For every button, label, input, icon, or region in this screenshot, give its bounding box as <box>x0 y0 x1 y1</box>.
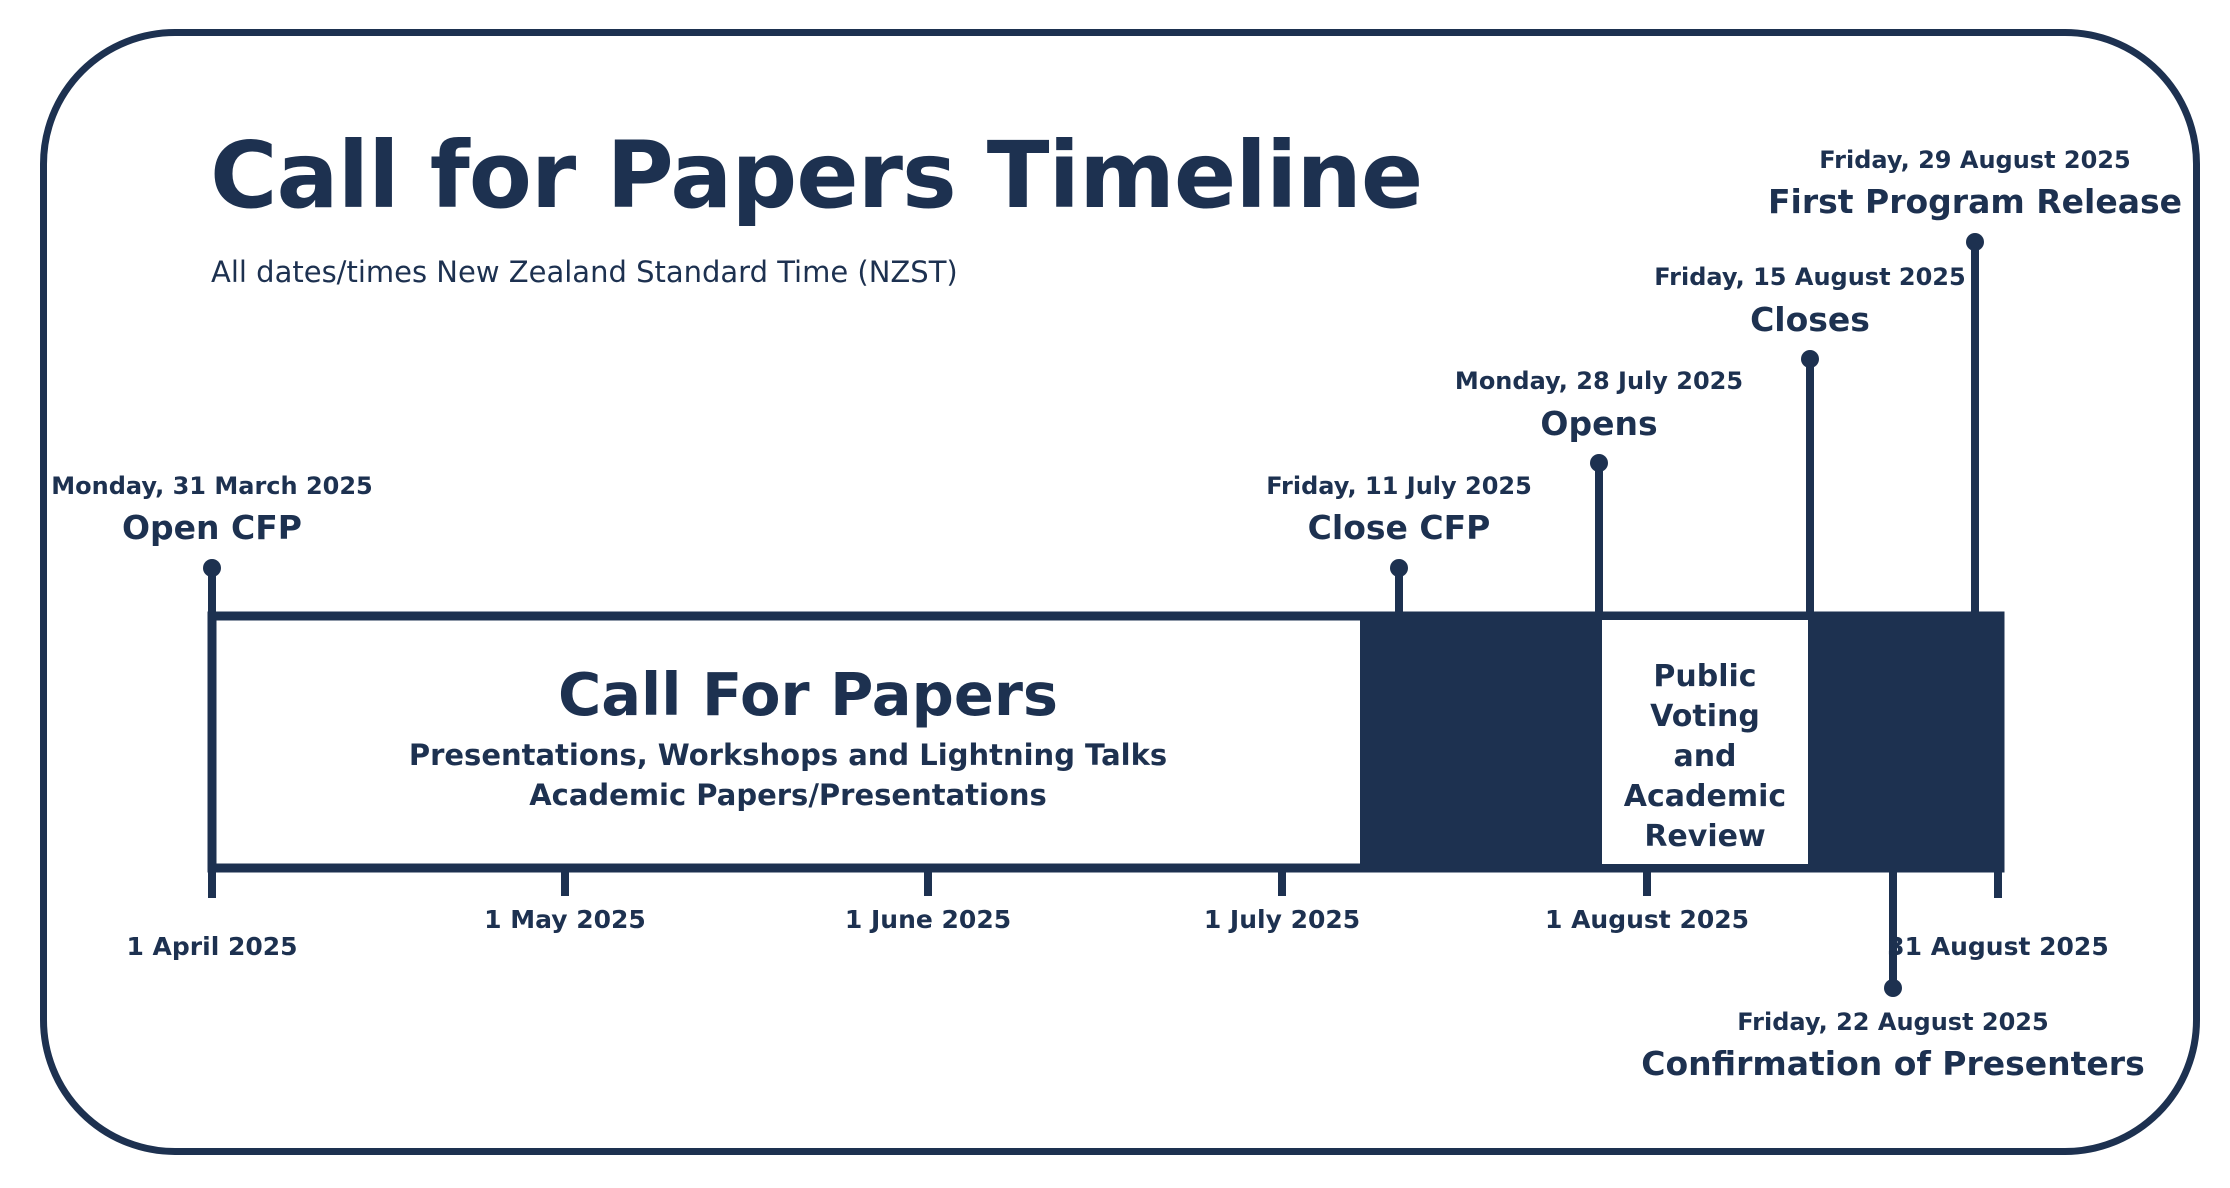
cfp-phase-line-2: Academic Papers/Presentations <box>529 778 1047 812</box>
axis-label-1-may: 1 May 2025 <box>484 905 646 934</box>
event-date-opens: Monday, 28 July 2025 <box>1454 367 1744 395</box>
gap-segment-after-review <box>1808 616 2004 868</box>
event-date-closes: Friday, 15 August 2025 <box>1654 263 1966 291</box>
event-name-open-cfp: Open CFP <box>122 508 302 547</box>
timezone-subtitle: All dates/times New Zealand Standard Tim… <box>211 255 958 289</box>
event-date-confirmation: Friday, 22 August 2025 <box>1737 1008 2049 1036</box>
review-line-2: and <box>1673 739 1737 774</box>
pin-dot-confirmation-of-presenters <box>1884 979 1902 997</box>
event-date-first-program-release: Friday, 29 August 2025 <box>1819 146 2131 174</box>
pin-dot-first-program-release <box>1966 233 1984 251</box>
event-date-close-cfp: Friday, 11 July 2025 <box>1266 472 1532 500</box>
axis-label-1-june: 1 June 2025 <box>844 905 1012 934</box>
axis-label-1-july: 1 July 2025 <box>1203 905 1361 934</box>
review-line-3: Academic <box>1623 779 1787 814</box>
event-name-closes: Closes <box>1750 300 1870 339</box>
rounded-border-frame <box>40 29 2200 1155</box>
review-phase-label: Public Voting and Academic Review <box>1605 657 1805 857</box>
event-name-first-program-release: First Program Release <box>1768 182 2182 221</box>
axis-label-1-april: 1 April 2025 <box>126 932 298 961</box>
cfp-phase-title: Call For Papers <box>557 660 1059 729</box>
review-phase-box <box>1602 620 1808 864</box>
gap-segment-after-cfp <box>1360 616 1602 868</box>
pin-dot-closes <box>1801 350 1819 368</box>
pin-dot-opens <box>1590 454 1608 472</box>
review-line-4: Review <box>1644 819 1766 854</box>
event-name-opens: Opens <box>1540 404 1658 443</box>
page-title: Call for Papers Timeline <box>210 122 1423 229</box>
cfp-phase-line-1: Presentations, Workshops and Lightning T… <box>408 738 1168 772</box>
pin-dot-close-cfp <box>1390 559 1408 577</box>
event-name-close-cfp: Close CFP <box>1307 508 1491 547</box>
axis-label-31-august: 31 August 2025 <box>1887 932 2109 961</box>
event-date-open-cfp: Monday, 31 March 2025 <box>51 472 373 500</box>
axis-label-1-august: 1 August 2025 <box>1544 905 1750 934</box>
pin-dot-open-cfp <box>203 559 221 577</box>
review-line-1: Public Voting <box>1650 659 1760 734</box>
event-name-confirmation: Confirmation of Presenters <box>1641 1044 2145 1083</box>
